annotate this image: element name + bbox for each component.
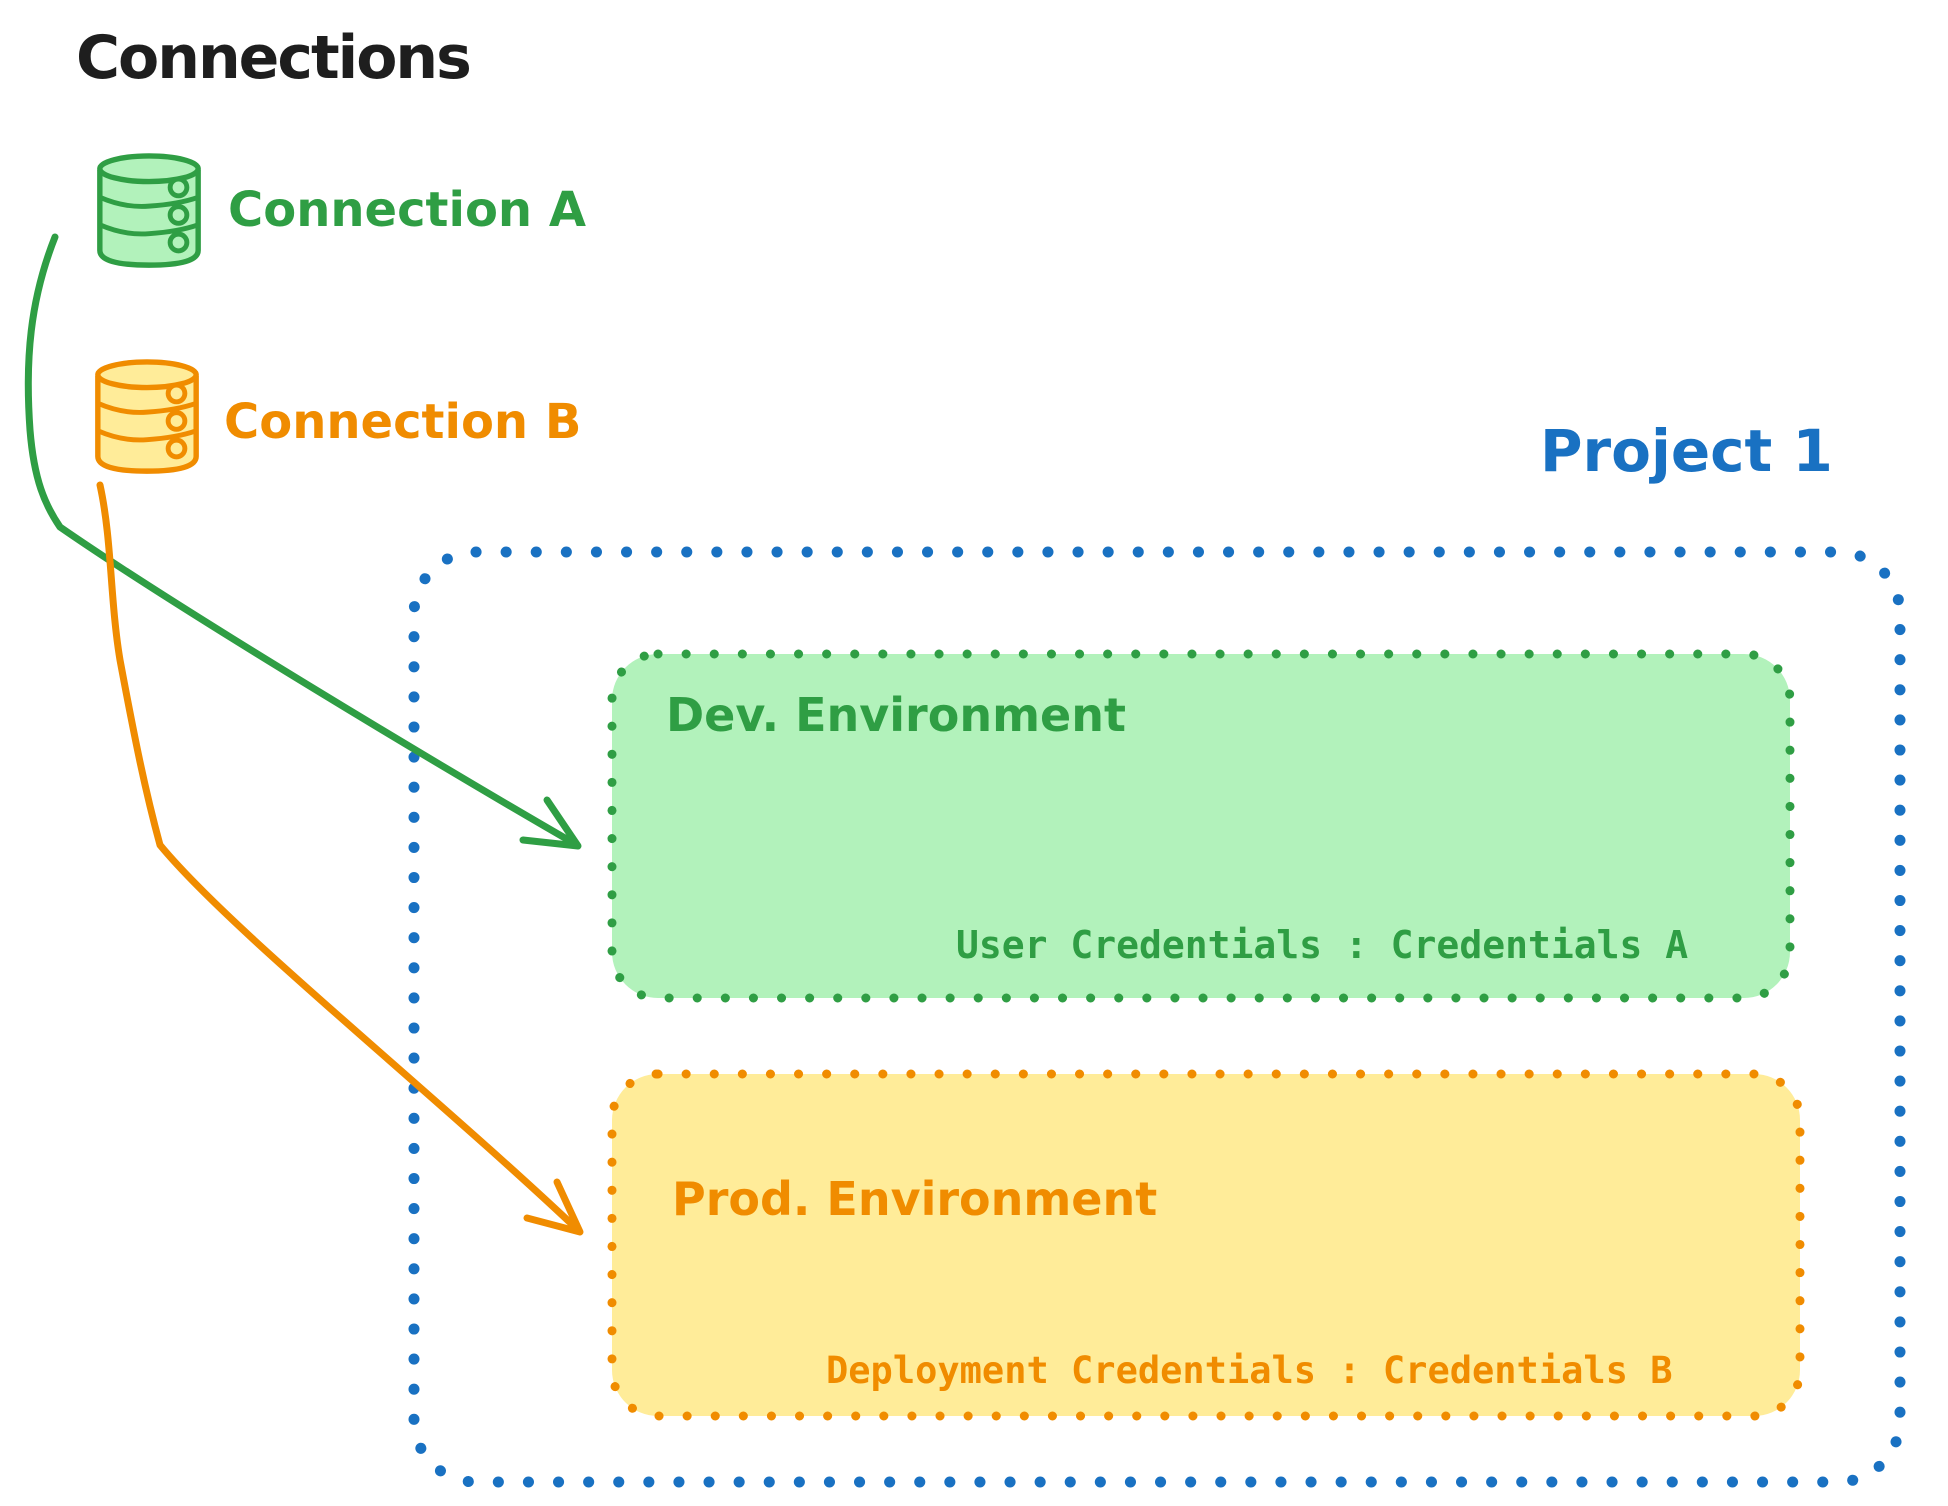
- prod-environment-credentials: Deployment Credentials : Credentials B: [826, 1349, 1673, 1392]
- connection-a-label: Connection A: [228, 182, 586, 238]
- arrow-connection-b-to-prod: [96, 481, 584, 1236]
- dev-environment-title: Dev. Environment: [666, 688, 1126, 742]
- arrow-connection-a-to-dev: [24, 233, 582, 850]
- database-icon-connection-b: [88, 354, 206, 484]
- database-icon-connection-a: [90, 148, 208, 278]
- project-container-box: [408, 546, 1906, 1488]
- page-title: Connections: [76, 23, 472, 93]
- project-title: Project 1: [1540, 417, 1833, 485]
- prod-environment-title: Prod. Environment: [672, 1172, 1158, 1226]
- prod-environment-box: [607, 1069, 1805, 1421]
- dev-environment-box: [607, 649, 1795, 1003]
- arrowhead-green: [519, 796, 582, 850]
- connection-b-label: Connection B: [224, 394, 582, 450]
- dev-environment-credentials: User Credentials : Credentials A: [956, 923, 1689, 967]
- arrowhead-orange: [523, 1178, 584, 1236]
